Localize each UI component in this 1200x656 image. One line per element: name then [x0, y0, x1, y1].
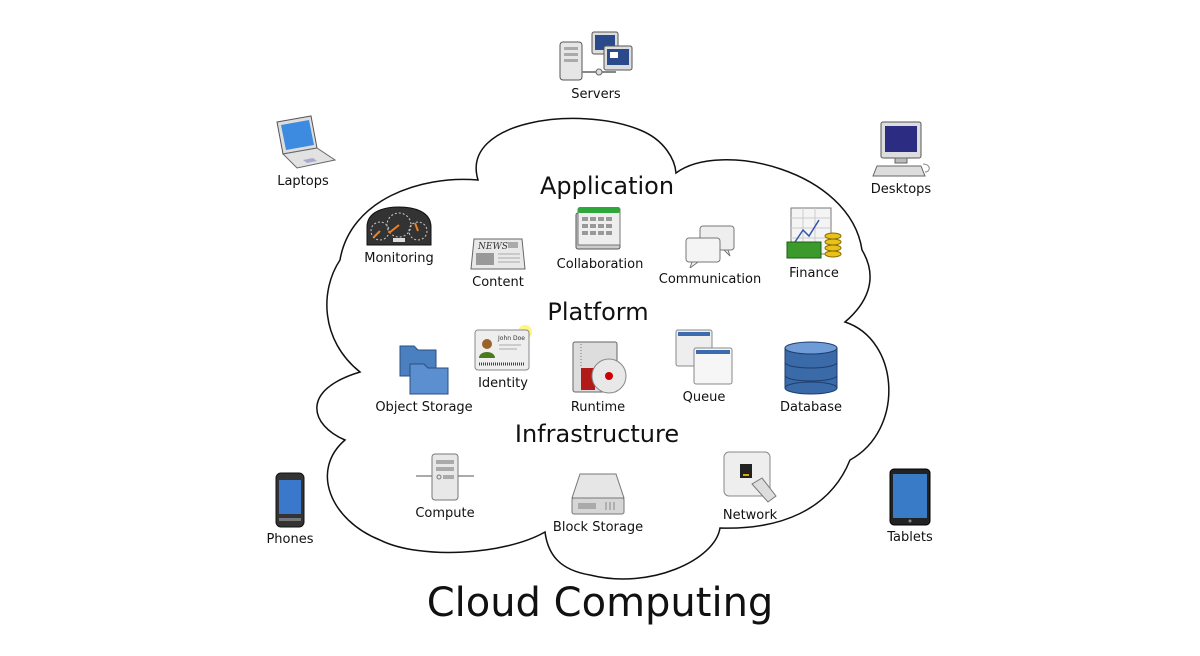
layer-heading-platform: Platform [547, 298, 649, 326]
node-runtime: Runtime [562, 338, 634, 415]
hard-drive-icon [571, 473, 625, 515]
node-block-storage: Block Storage [552, 472, 644, 535]
laptops-label: Laptops [277, 174, 329, 189]
identity-label: Identity [478, 376, 528, 391]
monitoring-label: Monitoring [364, 251, 434, 266]
desktops-label: Desktops [870, 182, 932, 197]
dashboard-gauge-icon [366, 206, 432, 246]
phone-icon [275, 472, 305, 528]
servers-label: Servers [571, 87, 621, 102]
desktop-icon [872, 121, 930, 177]
node-database: Database [772, 340, 850, 415]
node-queue: Queue [670, 328, 738, 405]
identity-name: John Doe [497, 335, 525, 342]
phones-label: Phones [266, 532, 314, 547]
queue-label: Queue [682, 390, 726, 405]
servers-icon [559, 31, 633, 81]
database-label: Database [779, 400, 843, 415]
network-label: Network [722, 508, 778, 523]
database-icon [784, 341, 838, 395]
runtime-label: Runtime [570, 400, 626, 415]
communication-label: Communication [658, 272, 762, 287]
chat-bubbles-icon [685, 225, 735, 268]
network-port-icon [723, 451, 777, 503]
node-finance: Finance [775, 206, 853, 281]
tablet-icon [889, 468, 931, 526]
runtime-package-disc-icon [572, 341, 627, 394]
calendar-icon [575, 207, 621, 250]
node-collaboration: Collaboration [555, 205, 645, 272]
node-servers: Servers [555, 28, 637, 102]
finance-label: Finance [789, 266, 839, 281]
id-card-icon: John Doe [474, 325, 532, 371]
folders-icon [399, 345, 449, 395]
node-content: NEWS Content [458, 237, 538, 290]
node-laptops: Laptops [262, 114, 344, 189]
node-desktops: Desktops [860, 120, 942, 197]
node-phones: Phones [258, 472, 322, 547]
node-network: Network [712, 450, 788, 523]
queue-windows-icon [675, 329, 733, 385]
node-object-storage: Object Storage [372, 340, 476, 415]
node-tablets: Tablets [875, 468, 945, 545]
collaboration-label: Collaboration [556, 257, 644, 272]
compute-label: Compute [415, 506, 475, 521]
node-identity: John Doe Identity [466, 324, 540, 391]
newspaper-icon: NEWS [470, 238, 526, 270]
news-text: NEWS [477, 242, 508, 252]
finance-chart-money-icon [786, 207, 842, 259]
diagram-title: Cloud Computing [426, 580, 774, 626]
layer-heading-infrastructure: Infrastructure [514, 420, 680, 448]
server-tower-icon [416, 453, 474, 501]
node-communication: Communication [658, 224, 762, 287]
node-compute: Compute [405, 452, 485, 521]
object-storage-label: Object Storage [375, 400, 473, 415]
content-label: Content [472, 275, 524, 290]
laptop-icon [276, 115, 337, 169]
block-storage-label: Block Storage [552, 520, 644, 535]
node-monitoring: Monitoring [358, 205, 440, 266]
tablets-label: Tablets [887, 530, 933, 545]
layer-heading-application: Application [539, 172, 675, 200]
